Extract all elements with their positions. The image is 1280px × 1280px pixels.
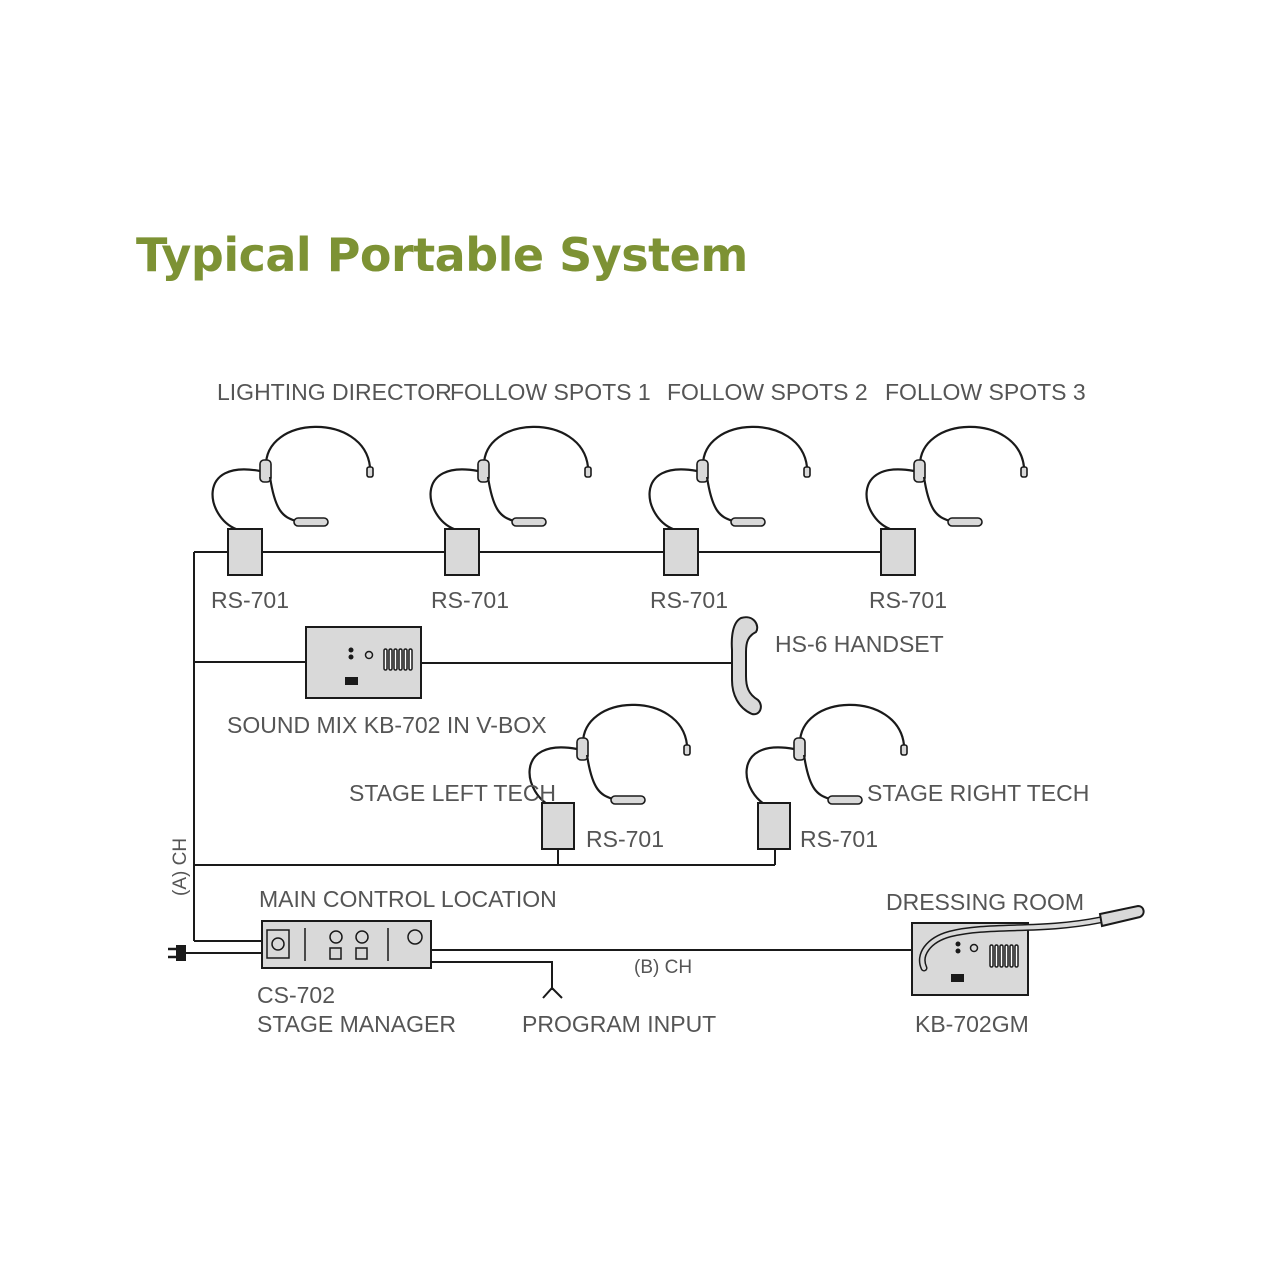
program-input-line (431, 961, 553, 990)
label-kb702gm: KB-702GM (915, 1011, 1029, 1037)
follow-spots-2-headset-icon (648, 425, 812, 531)
rs701-beltpack-stage-right (757, 802, 791, 850)
cs702-main-station (261, 920, 432, 969)
hs6-handset-icon (730, 616, 762, 716)
label-dressing-room: DRESSING ROOM (886, 889, 1084, 915)
label-b-channel: (B) CH (634, 957, 692, 978)
label-cs702: CS-702 (257, 982, 335, 1008)
diagram-title: Typical Portable System (136, 228, 748, 282)
rs701-beltpack-lighting (227, 528, 263, 576)
label-follow-spots-3: FOLLOW SPOTS 3 (885, 379, 1086, 405)
rs701-beltpack-spot3 (880, 528, 916, 576)
label-main-control-location: MAIN CONTROL LOCATION (259, 886, 557, 912)
label-program-input: PROGRAM INPUT (522, 1011, 716, 1037)
label-lighting-director: LIGHTING DIRECTOR (217, 379, 452, 405)
label-follow-spots-1: FOLLOW SPOTS 1 (450, 379, 651, 405)
power-plug-icon (176, 945, 186, 961)
kb702gm-station (911, 922, 1029, 996)
label-hs6-handset: HS-6 HANDSET (775, 631, 944, 657)
label-rs701-stage-right: RS-701 (800, 826, 878, 852)
label-stage-manager: STAGE MANAGER (257, 1011, 456, 1037)
label-rs701-3: RS-701 (650, 587, 728, 613)
rs701-beltpack-spot1 (444, 528, 480, 576)
follow-spots-1-headset-icon (429, 425, 593, 531)
rs701-beltpack-spot2 (663, 528, 699, 576)
label-follow-spots-2: FOLLOW SPOTS 2 (667, 379, 868, 405)
gooseneck-microphone-inner (920, 918, 1102, 970)
label-rs701-2: RS-701 (431, 587, 509, 613)
microphone-capsule-icon (1098, 904, 1145, 928)
rs701-beltpack-stage-left (541, 802, 575, 850)
label-a-channel: (A) CH (170, 838, 191, 896)
label-stage-right-tech: STAGE RIGHT TECH (867, 780, 1089, 806)
label-rs701-stage-left: RS-701 (586, 826, 664, 852)
label-rs701-4: RS-701 (869, 587, 947, 613)
program-input-connector-icon (542, 986, 563, 999)
label-sound-mix: SOUND MIX KB-702 IN V-BOX (227, 712, 547, 738)
follow-spots-3-headset-icon (865, 425, 1029, 531)
label-stage-left-tech: STAGE LEFT TECH (349, 780, 556, 806)
lighting-director-headset-icon (211, 425, 375, 531)
label-rs701-1: RS-701 (211, 587, 289, 613)
sound-mix-kb702-station (305, 626, 422, 699)
